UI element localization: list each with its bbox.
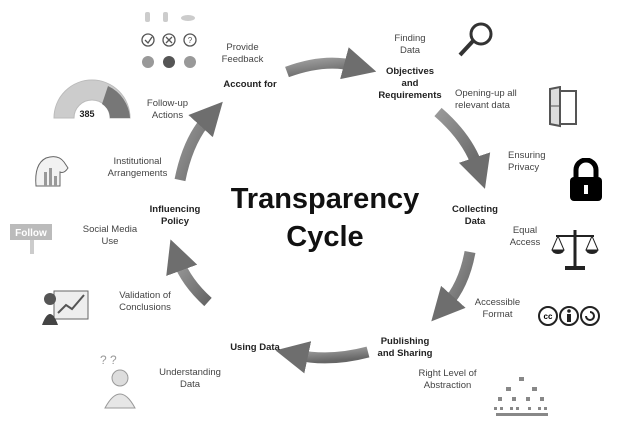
t: Social Media	[82, 224, 138, 235]
padlock-icon	[570, 158, 602, 201]
t: Abstraction	[423, 380, 472, 391]
svg-text:?: ?	[188, 36, 193, 45]
t: Access	[509, 237, 541, 248]
t: Privacy	[508, 162, 540, 173]
t: Understanding	[159, 367, 221, 378]
feedback-icons: ?	[141, 12, 197, 68]
t: Format	[482, 309, 513, 320]
creative-commons-icon: cc	[538, 306, 600, 326]
t: Use	[101, 236, 119, 247]
arrow-publishing-to-using	[275, 341, 370, 374]
t: Actions	[151, 110, 184, 121]
parliament-seats-icon: 385	[53, 79, 131, 119]
stage-account: Account for	[223, 79, 277, 90]
stage-collecting: Collecting Data	[445, 204, 505, 228]
t: Right Level of	[418, 368, 477, 379]
stage-influencing-l2: Policy	[161, 216, 189, 227]
door-icon	[549, 86, 577, 128]
stage-collecting-l1: Collecting	[452, 204, 498, 215]
t: Provide	[226, 42, 259, 53]
t: Finding	[394, 33, 426, 44]
elephant-chart-icon	[35, 156, 69, 187]
svg-text:? ?: ? ?	[100, 353, 117, 367]
tree-hierarchy-icon	[494, 377, 548, 416]
seat-count: 385	[79, 109, 94, 119]
presentation-chart-icon	[42, 290, 89, 325]
stage-objectives-l1: Objectives	[385, 66, 435, 77]
check-cross-question-icons	[141, 33, 197, 47]
smiley-icons	[142, 56, 196, 68]
stage-publishing-l2: and Sharing	[377, 348, 433, 359]
stage-objectives: Objectives and Requirements	[370, 66, 450, 102]
t: Institutional	[113, 156, 162, 167]
arrow-using-to-influencing	[166, 239, 212, 307]
t: Arrangements	[107, 168, 168, 179]
stage-objectives-l3: Requirements	[378, 90, 442, 101]
t: Ensuring	[508, 150, 546, 161]
t: Follow-up	[146, 98, 189, 109]
stage-influencing-l1: Influencing	[149, 204, 201, 215]
t: relevant data	[455, 100, 510, 111]
arrow-collecting-to-publishing	[431, 250, 476, 322]
confused-person-icon: ? ?	[100, 353, 136, 409]
scales-icon	[551, 230, 599, 270]
title-line-1: Transparency	[230, 183, 420, 215]
follow-sign-text: Follow	[15, 228, 47, 239]
t: Conclusions	[119, 302, 171, 313]
diagram-title: Transparency Cycle	[225, 180, 425, 256]
stage-publishing-l1: Publishing	[380, 336, 430, 347]
t: Data	[399, 45, 421, 56]
follow-sign-icon: Follow	[10, 224, 52, 254]
t: Data	[179, 379, 201, 390]
stage-influencing: Influencing Policy	[140, 204, 210, 228]
t: Validation of	[119, 290, 171, 301]
cc-text: cc	[544, 312, 553, 321]
arrow-influencing-to-account	[174, 101, 223, 182]
magnifier-icon	[458, 22, 493, 57]
t: Equal	[512, 225, 538, 236]
stage-using: Using Data	[230, 342, 280, 353]
stage-publishing: Publishing and Sharing	[370, 336, 440, 360]
t: Opening-up all	[455, 88, 517, 99]
arrow-account-to-objectives	[285, 47, 377, 80]
title-line-2: Cycle	[286, 221, 364, 253]
stage-collecting-l2: Data	[464, 216, 486, 227]
t: Feedback	[221, 54, 264, 65]
thumbs-icons	[145, 12, 195, 22]
arrow-objectives-to-collecting	[434, 107, 491, 189]
t: Accessible	[474, 297, 521, 308]
stage-objectives-l2: and	[401, 78, 419, 89]
